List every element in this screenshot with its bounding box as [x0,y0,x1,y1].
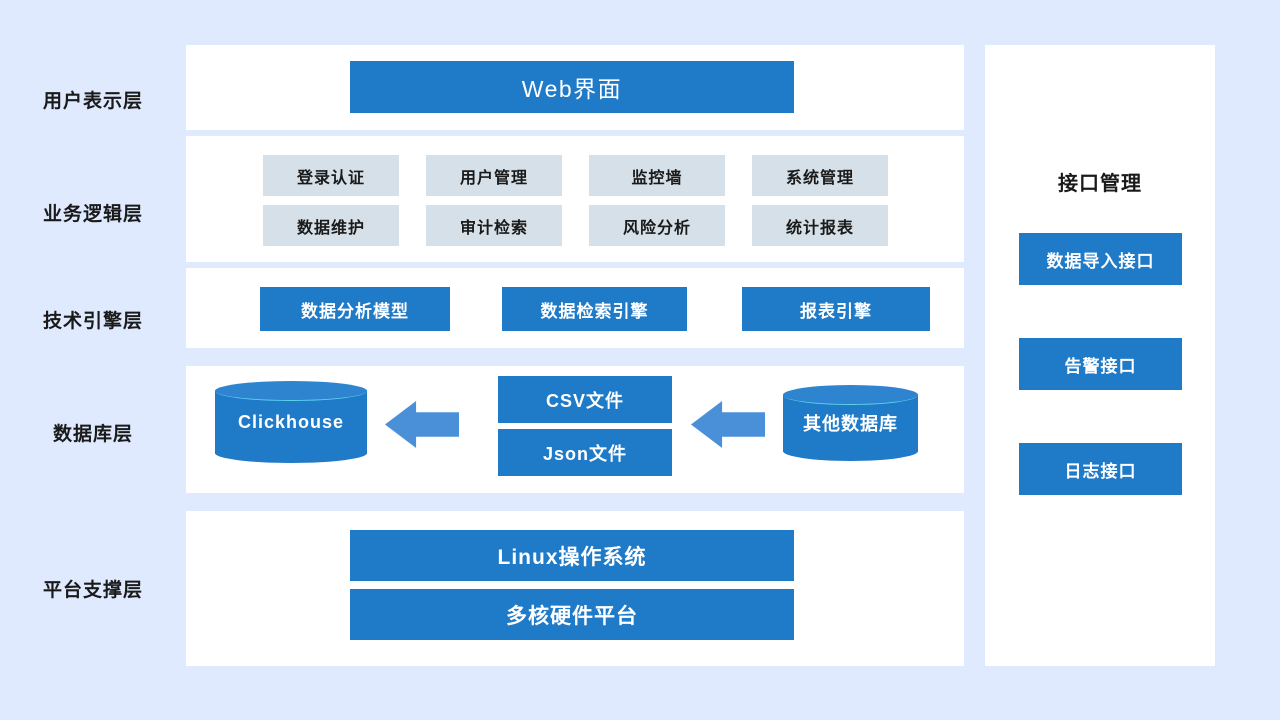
node-web-interface[interactable]: Web界面 [350,61,794,113]
arrow-left-icon-files-to-clickhouse [385,401,459,448]
node-clickhouse-database[interactable]: Clickhouse [215,381,367,463]
node-user-management[interactable]: 用户管理 [426,155,562,196]
other-database-label: 其他数据库 [803,414,898,434]
node-data-import-interface[interactable]: 数据导入接口 [1019,233,1182,285]
node-statistic-report[interactable]: 统计报表 [752,205,888,246]
node-csv-file[interactable]: CSV文件 [498,376,672,423]
node-linux-os[interactable]: Linux操作系统 [350,530,794,581]
layer-band-presentation: Web界面 [186,45,964,130]
interface-panel-title: 接口管理 [1058,173,1142,195]
node-report-engine[interactable]: 报表引擎 [742,287,930,331]
node-system-management[interactable]: 系统管理 [752,155,888,196]
database-layer-content: Clickhouse CSV文件 Json文件 其他数据库 [186,366,964,493]
layer-band-database: Clickhouse CSV文件 Json文件 其他数据库 [186,366,964,493]
layer-label-business: 业务逻辑层 [42,204,143,225]
layer-label-platform: 平台支撑层 [42,580,143,601]
layer-band-engine: 数据分析模型 数据检索引擎 报表引擎 [186,268,964,348]
layer-label-column: 用户表示层 业务逻辑层 技术引擎层 数据库层 平台支撑层 [0,0,186,720]
node-login-auth[interactable]: 登录认证 [263,155,399,196]
layer-label-database: 数据库层 [52,424,133,445]
clickhouse-label: Clickhouse [237,411,345,432]
node-data-analysis-model[interactable]: 数据分析模型 [260,287,450,331]
layer-band-business: 登录认证 用户管理 监控墙 系统管理 数据维护 审计检索 风险分析 统计报表 [186,136,964,262]
node-alarm-interface[interactable]: 告警接口 [1019,338,1182,390]
interface-management-panel: 接口管理 数据导入接口 告警接口 日志接口 [985,45,1215,666]
node-other-database[interactable]: 其他数据库 [783,385,918,461]
cylinder-top-shape [783,385,918,405]
node-data-search-engine[interactable]: 数据检索引擎 [502,287,687,331]
node-multicore-hardware[interactable]: 多核硬件平台 [350,589,794,640]
node-monitor-wall[interactable]: 监控墙 [589,155,725,196]
node-log-interface[interactable]: 日志接口 [1019,443,1182,495]
cylinder-top-shape [215,381,367,401]
arrow-left-icon-otherdb-to-files [691,401,765,448]
node-audit-search[interactable]: 审计检索 [426,205,562,246]
node-json-file[interactable]: Json文件 [498,429,672,476]
node-data-maintenance[interactable]: 数据维护 [263,205,399,246]
layer-label-engine: 技术引擎层 [42,311,143,332]
layer-label-presentation: 用户表示层 [42,91,143,112]
layer-band-platform: Linux操作系统 多核硬件平台 [186,511,964,666]
business-module-grid: 登录认证 用户管理 监控墙 系统管理 数据维护 审计检索 风险分析 统计报表 [263,155,888,246]
architecture-stack: Web界面 登录认证 用户管理 监控墙 系统管理 数据维护 审计检索 风险分析 … [186,0,964,720]
node-risk-analysis[interactable]: 风险分析 [589,205,725,246]
